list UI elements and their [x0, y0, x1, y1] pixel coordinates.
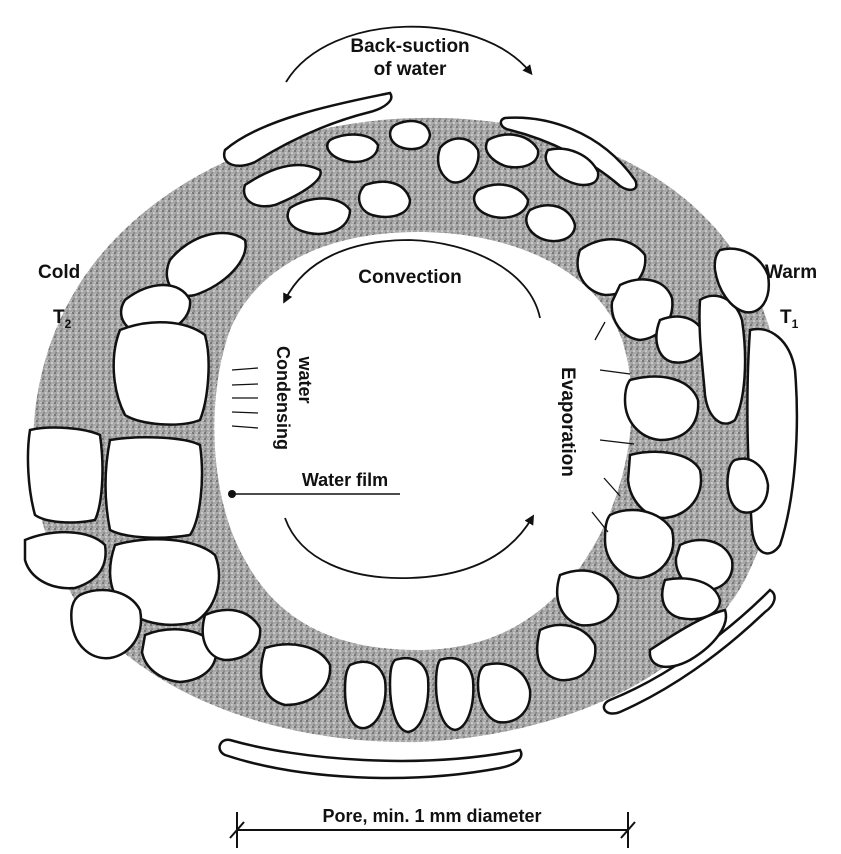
warm-label: Warm	[765, 262, 817, 283]
convection-label: Convection	[358, 267, 461, 288]
back-suction-label-2: of water	[374, 59, 447, 80]
evaporation-label: Evaporation	[557, 367, 578, 477]
water-film-leader	[228, 490, 400, 498]
cold-label: Cold	[38, 262, 80, 283]
warm-temp-label: T1	[780, 307, 799, 331]
back-suction-label-1: Back-suction	[350, 36, 469, 57]
condensing-label-1: Condensing	[273, 346, 293, 450]
convection-bottom-arrow	[285, 518, 532, 578]
water-film-label: Water film	[302, 470, 388, 490]
condensing-arrows	[232, 368, 258, 428]
condensing-label-2: water	[295, 355, 315, 403]
pore-scale-label: Pore, min. 1 mm diameter	[322, 806, 541, 826]
